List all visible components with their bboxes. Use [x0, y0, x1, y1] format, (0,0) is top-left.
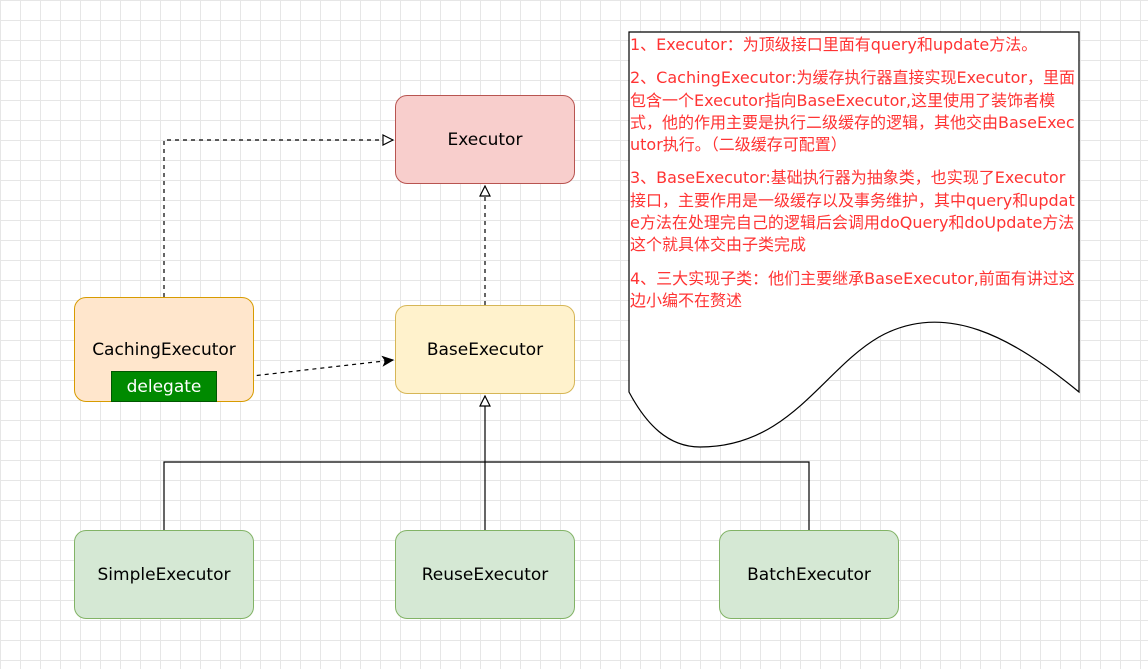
- simple-executor-label: SimpleExecutor: [97, 564, 231, 585]
- reuse-executor-label: ReuseExecutor: [421, 564, 549, 585]
- note-item-2: 2、CachingExecutor:为缓存执行器直接实现Executor，里面包…: [630, 68, 1075, 155]
- delegate-label: delegate: [126, 376, 202, 397]
- delegate-tag[interactable]: delegate: [111, 371, 217, 402]
- base-executor-node[interactable]: BaseExecutor: [395, 305, 575, 394]
- note-shape: [628, 31, 1080, 448]
- note-item-4: 4、三大实现子类：他们主要继承BaseExecutor,前面有讲过这边小编不在赘…: [630, 268, 1075, 310]
- delegate-edge: [216, 360, 393, 381]
- simple-extends-base-edge: [163, 461, 485, 530]
- simple-executor-node[interactable]: SimpleExecutor: [74, 530, 254, 619]
- base-executor-label: BaseExecutor: [426, 339, 544, 360]
- caching-implements-executor-edge: [163, 140, 393, 297]
- batch-executor-node[interactable]: BatchExecutor: [719, 530, 899, 619]
- caching-executor-label: CachingExecutor: [92, 340, 236, 360]
- executor-label: Executor: [447, 129, 523, 150]
- batch-extends-base-edge: [485, 461, 810, 530]
- reuse-executor-node[interactable]: ReuseExecutor: [395, 530, 575, 619]
- batch-executor-label: BatchExecutor: [747, 564, 871, 585]
- note-item-1: 1、Executor：为顶级接口里面有query和update方法。: [630, 35, 1038, 54]
- description-note[interactable]: 1、Executor：为顶级接口里面有query和update方法。 2、Cac…: [630, 34, 1076, 323]
- executor-node[interactable]: Executor: [395, 95, 575, 184]
- note-item-3: 3、BaseExecutor:基础执行器为抽象类，也实现了Executor接口，…: [630, 168, 1075, 255]
